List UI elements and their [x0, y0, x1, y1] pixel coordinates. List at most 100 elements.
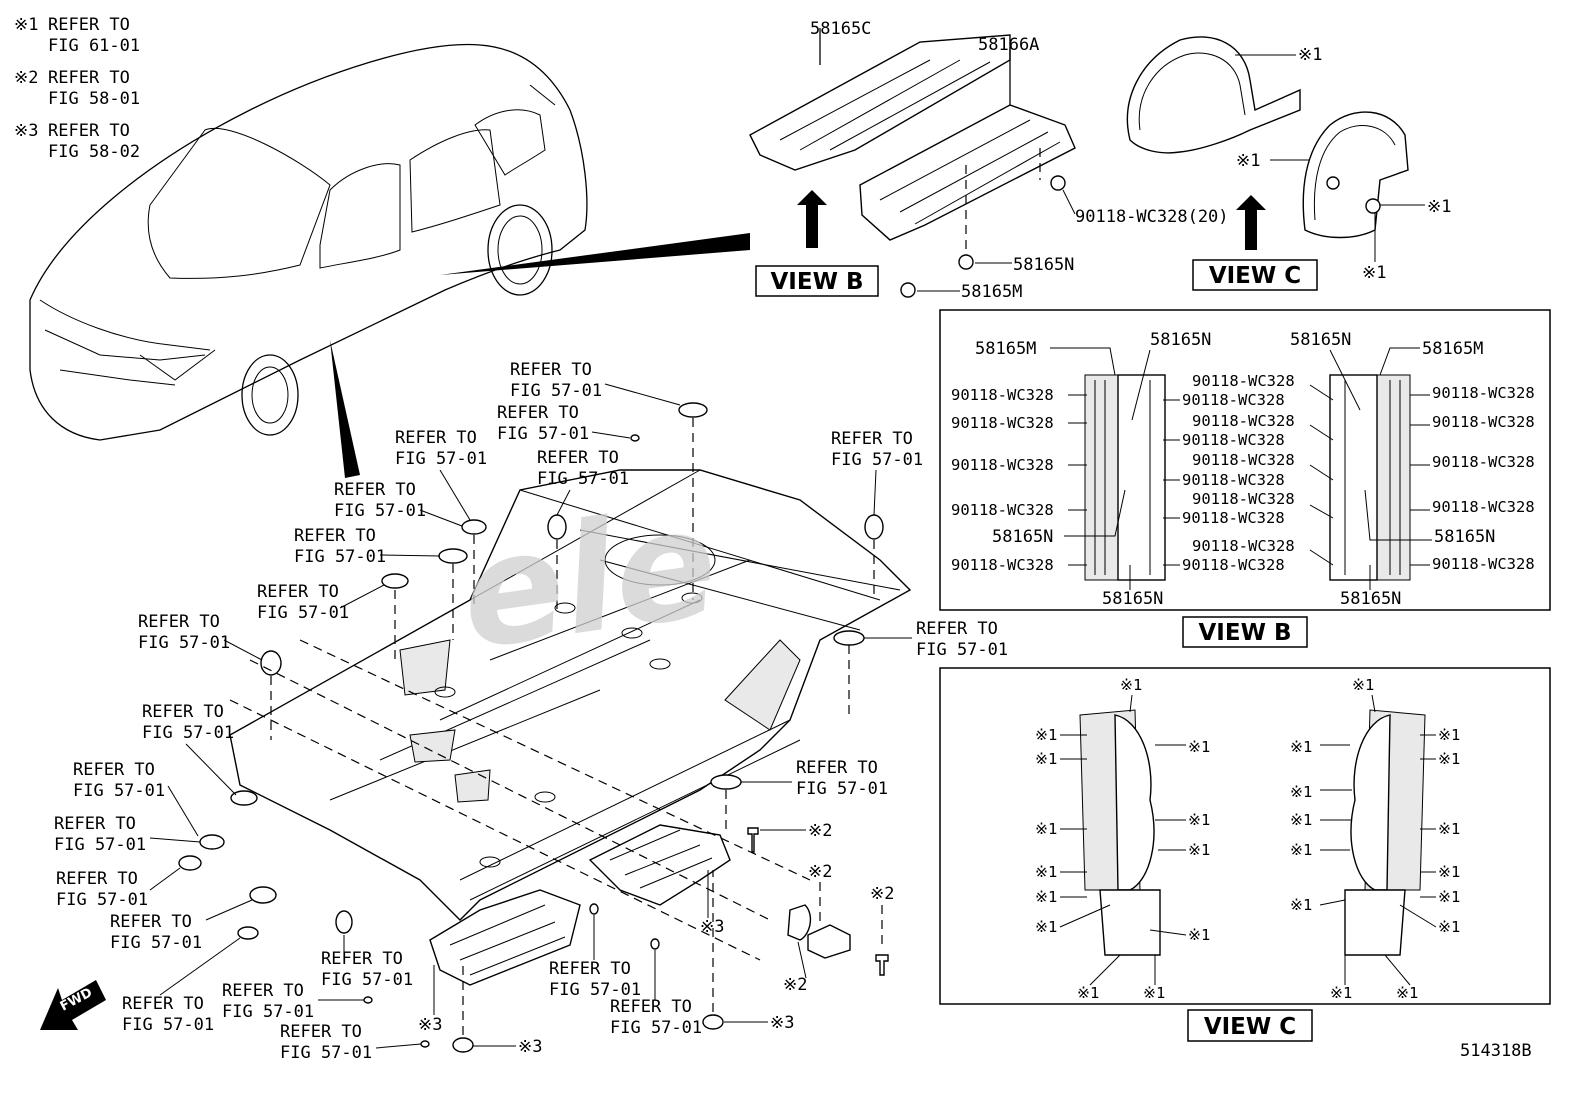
- refer-16-l1: REFER TO: [110, 912, 192, 932]
- vc-r-m1: ※1: [1352, 676, 1374, 694]
- vehicle-drawing: [29, 43, 750, 478]
- fender-liners: ※1 ※1 ※1 ※1 VIEW C: [1126, 36, 1451, 291]
- vb-clip-r2: 90118-WC328: [1192, 412, 1295, 430]
- refer-9-l1: REFER TO: [138, 612, 220, 632]
- refer-17-l2: FIG 57-01: [321, 970, 413, 990]
- view-b-frame: [939, 309, 1551, 611]
- fender-clip-1: [1365, 198, 1381, 214]
- vc-l-m13: ※1: [1143, 984, 1165, 1002]
- refer-5-l1: REFER TO: [831, 429, 913, 449]
- refer-1-l2: FIG 57-01: [510, 381, 602, 401]
- vc-r-m13: ※1: [1330, 984, 1352, 1002]
- vb-clip-l7: 90118-WC328: [1182, 431, 1285, 449]
- vc-l-m12: ※1: [1077, 984, 1099, 1002]
- note-3-mark: ※3: [14, 121, 38, 141]
- refer-18-l1: REFER TO: [549, 959, 631, 979]
- vc-r-m14: ※1: [1396, 984, 1418, 1002]
- vc-l-m3: ※1: [1035, 750, 1057, 768]
- fender-mark-1: ※1: [1298, 45, 1322, 65]
- refer-2-l1: REFER TO: [497, 403, 579, 423]
- mark-m2-c: ※2: [870, 884, 894, 904]
- plug-11: [199, 834, 225, 850]
- view-c-frame: [939, 667, 1551, 1005]
- view-c-tag-top: [1192, 259, 1318, 291]
- plug-14: [237, 926, 259, 940]
- vb-58165N-right-mid: 58165N: [1434, 527, 1495, 547]
- fender-mark-3: ※1: [1427, 197, 1451, 217]
- floor-pan-body: [229, 469, 912, 921]
- vb-clip-l5: 90118-WC328: [951, 556, 1054, 574]
- clip-58165N-top: [958, 254, 974, 270]
- vb-clip-l3: 90118-WC328: [951, 456, 1054, 474]
- vb-clip-r9: 90118-WC328: [1432, 498, 1535, 516]
- refer-15-l1: REFER TO: [56, 869, 138, 889]
- refer-17-l1: REFER TO: [321, 949, 403, 969]
- vb-clip-r4: 90118-WC328: [1192, 490, 1295, 508]
- mark-m2-a: ※2: [808, 821, 832, 841]
- refer-20-l2: FIG 57-01: [222, 1002, 314, 1022]
- note-1-line1: REFER TO: [48, 15, 130, 35]
- fender-mark-4: ※1: [1362, 263, 1386, 283]
- vb-clip-l9: 90118-WC328: [1182, 509, 1285, 527]
- label-90118-qty: 90118-WC328(20): [1075, 207, 1229, 227]
- vc-r-m9: ※1: [1290, 783, 1312, 801]
- refer-19-l2: FIG 57-01: [122, 1015, 214, 1035]
- vc-l-m8: ※1: [1188, 738, 1210, 756]
- view-c-tag: [1187, 1009, 1313, 1042]
- vb-58165M-right: 58165M: [1422, 339, 1483, 359]
- vc-r-m6: ※1: [1438, 888, 1460, 906]
- vc-r-m5: ※1: [1438, 863, 1460, 881]
- vc-l-m6: ※1: [1035, 888, 1057, 906]
- vb-clip-r10: 90118-WC328: [1432, 555, 1535, 573]
- note-1-mark: ※1: [14, 15, 38, 35]
- clip-58165M-top: [900, 282, 916, 298]
- watermark-logo: ele: [451, 476, 728, 684]
- diagram-id: 514318B: [1460, 1041, 1532, 1061]
- refer-10-l1: REFER TO: [916, 619, 998, 639]
- vc-l-m1: ※1: [1120, 676, 1142, 694]
- view-b-pointer: [440, 233, 750, 275]
- vc-l-m2: ※1: [1035, 726, 1057, 744]
- vc-r-m7: ※1: [1438, 918, 1460, 936]
- plug-6: [381, 573, 409, 589]
- refer-1-l1: REFER TO: [510, 360, 592, 380]
- view-c-detail: ※1 ※1 ※1 ※1 ※1 ※1 ※1 ※1 ※1 ※1 ※1 ※1 ※1 ※…: [939, 667, 1551, 1042]
- vc-l-m11: ※1: [1188, 926, 1210, 944]
- vb-clip-r1: 90118-WC328: [1192, 372, 1295, 390]
- mark-m2-b: ※2: [808, 862, 832, 882]
- arrow-up-icon: [1236, 195, 1266, 250]
- view-b-tag-top: [755, 265, 879, 297]
- note-1-line2: FIG 61-01: [48, 36, 140, 56]
- vc-r-m11: ※1: [1290, 841, 1312, 859]
- vb-clip-l8: 90118-WC328: [1182, 471, 1285, 489]
- vc-l-m7: ※1: [1035, 918, 1057, 936]
- refer-5-l2: FIG 57-01: [831, 450, 923, 470]
- heat-insulator-2: [429, 889, 581, 986]
- refer-3-l1: REFER TO: [395, 428, 477, 448]
- view-b-tag: [1182, 616, 1308, 648]
- fender-clip-2: [1326, 176, 1340, 190]
- vb-clip-l4: 90118-WC328: [951, 501, 1054, 519]
- refer-7-l2: FIG 57-01: [294, 547, 386, 567]
- refer-13-l1: REFER TO: [73, 760, 155, 780]
- vb-clip-r6: 90118-WC328: [1432, 384, 1535, 402]
- nut-2: [452, 1037, 474, 1053]
- refer-12-l2: FIG 57-01: [796, 779, 888, 799]
- refer-3-l2: FIG 57-01: [395, 449, 487, 469]
- refer-12-l1: REFER TO: [796, 758, 878, 778]
- note-2-line2: FIG 58-01: [48, 89, 140, 109]
- clip-90118-top: [1050, 175, 1066, 191]
- vc-r-m4: ※1: [1438, 820, 1460, 838]
- arrow-up-icon: [797, 190, 827, 248]
- fender-mark-2: ※1: [1236, 151, 1260, 171]
- view-b-title: VIEW B: [1199, 620, 1292, 646]
- refer-20-l1: REFER TO: [222, 981, 304, 1001]
- plug-12: [178, 855, 202, 871]
- vb-58165M-left: 58165M: [975, 339, 1036, 359]
- vc-r-m2: ※1: [1438, 726, 1460, 744]
- vb-58165N-left-mid: 58165N: [992, 527, 1053, 547]
- refer-4-l1: REFER TO: [537, 448, 619, 468]
- panel-58166A: [859, 104, 1076, 241]
